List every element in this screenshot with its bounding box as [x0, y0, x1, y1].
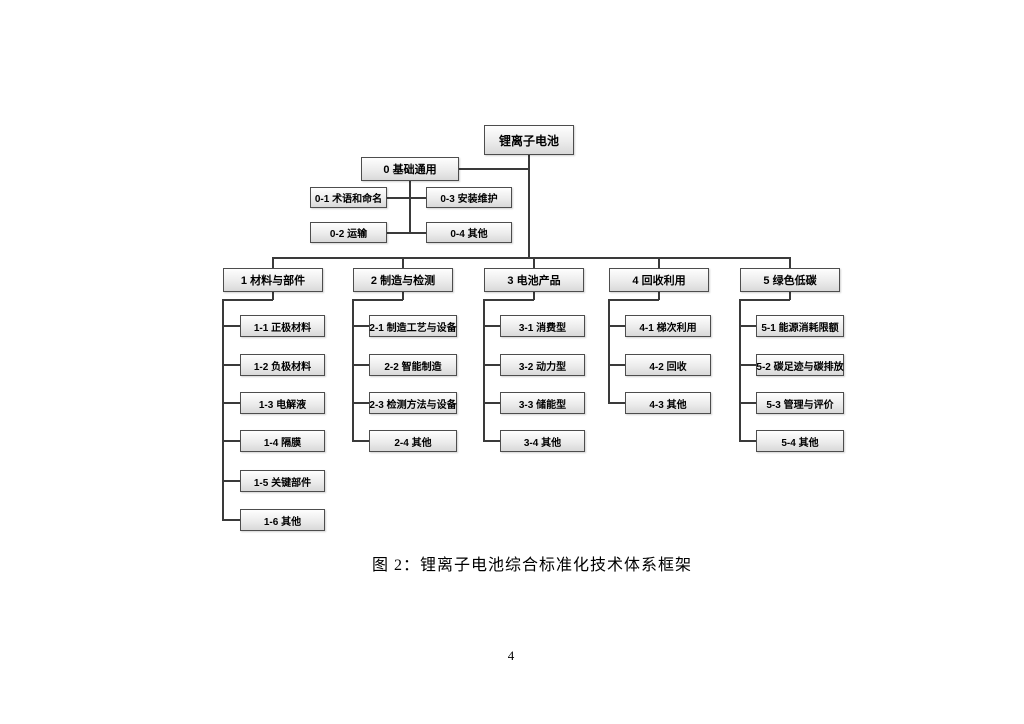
connector [739, 402, 756, 404]
connector [608, 402, 625, 404]
connector [387, 232, 426, 234]
connector [352, 402, 369, 404]
figure-caption: 图 2：锂离子电池综合标准化技术体系框架 [371, 557, 693, 574]
node-1-5: 1-5 关键部件 [240, 470, 325, 492]
node-1-2: 1-2 负极材料 [240, 354, 325, 376]
connector [352, 364, 369, 366]
connector [608, 325, 625, 327]
node-1-1: 1-1 正极材料 [240, 315, 325, 337]
connector [273, 257, 790, 259]
node-root: 锂离子电池 [484, 125, 574, 155]
connector [739, 299, 790, 301]
node-3-2: 3-2 动力型 [500, 354, 585, 376]
node-0-1: 0-1 术语和命名 [310, 187, 387, 208]
connector [222, 325, 240, 327]
node-1-6: 1-6 其他 [240, 509, 325, 531]
page-number: 4 [507, 648, 515, 663]
connector [483, 325, 500, 327]
connector [658, 257, 660, 268]
connector [739, 364, 756, 366]
connector [409, 181, 411, 233]
connector [528, 155, 530, 258]
connector [352, 440, 369, 442]
node-2-1: 2-1 制造工艺与设备 [369, 315, 457, 337]
connector [352, 299, 354, 441]
node-3-1: 3-1 消费型 [500, 315, 585, 337]
connector [739, 325, 756, 327]
node-5-2: 5-2 碳足迹与碳排放 [756, 354, 844, 376]
node-5-4: 5-4 其他 [756, 430, 844, 452]
connector [352, 299, 403, 301]
connector [222, 364, 240, 366]
connector [222, 299, 224, 520]
node-5-3: 5-3 管理与评价 [756, 392, 844, 414]
connector [222, 402, 240, 404]
connector [658, 292, 660, 300]
connector [789, 292, 791, 300]
node-2-4: 2-4 其他 [369, 430, 457, 452]
branch-1-header: 1 材料与部件 [223, 268, 323, 292]
branch-2-header: 2 制造与检测 [353, 268, 453, 292]
connector [222, 299, 273, 301]
node-4-3: 4-3 其他 [625, 392, 711, 414]
connector [483, 299, 485, 441]
node-2-3: 2-3 检测方法与设备 [369, 392, 457, 414]
node-0-general: 0 基础通用 [361, 157, 459, 181]
connector [608, 364, 625, 366]
node-1-4: 1-4 隔膜 [240, 430, 325, 452]
connector [222, 440, 240, 442]
node-3-3: 3-3 储能型 [500, 392, 585, 414]
connector [608, 299, 659, 301]
connector [483, 440, 500, 442]
node-4-2: 4-2 回收 [625, 354, 711, 376]
connector [533, 257, 535, 268]
connector [272, 257, 274, 268]
connector [387, 197, 426, 199]
connector [272, 292, 274, 300]
node-4-1: 4-1 梯次利用 [625, 315, 711, 337]
connector [789, 257, 791, 268]
connector [483, 402, 500, 404]
connector [533, 292, 535, 300]
connector [608, 299, 610, 403]
connector [739, 440, 756, 442]
node-1-3: 1-3 电解液 [240, 392, 325, 414]
branch-4-header: 4 回收利用 [609, 268, 709, 292]
branch-3-header: 3 电池产品 [484, 268, 584, 292]
node-5-1: 5-1 能源消耗限额 [756, 315, 844, 337]
connector [222, 519, 240, 521]
branch-5-header: 5 绿色低碳 [740, 268, 840, 292]
connector [739, 299, 741, 441]
node-0-4: 0-4 其他 [426, 222, 512, 243]
connector [483, 364, 500, 366]
node-0-2: 0-2 运输 [310, 222, 387, 243]
connector [402, 257, 404, 268]
connector [222, 480, 240, 482]
node-2-2: 2-2 智能制造 [369, 354, 457, 376]
connector [402, 292, 404, 300]
node-3-4: 3-4 其他 [500, 430, 585, 452]
connector [459, 168, 529, 170]
node-0-3: 0-3 安装维护 [426, 187, 512, 208]
connector [483, 299, 534, 301]
connector [352, 325, 369, 327]
